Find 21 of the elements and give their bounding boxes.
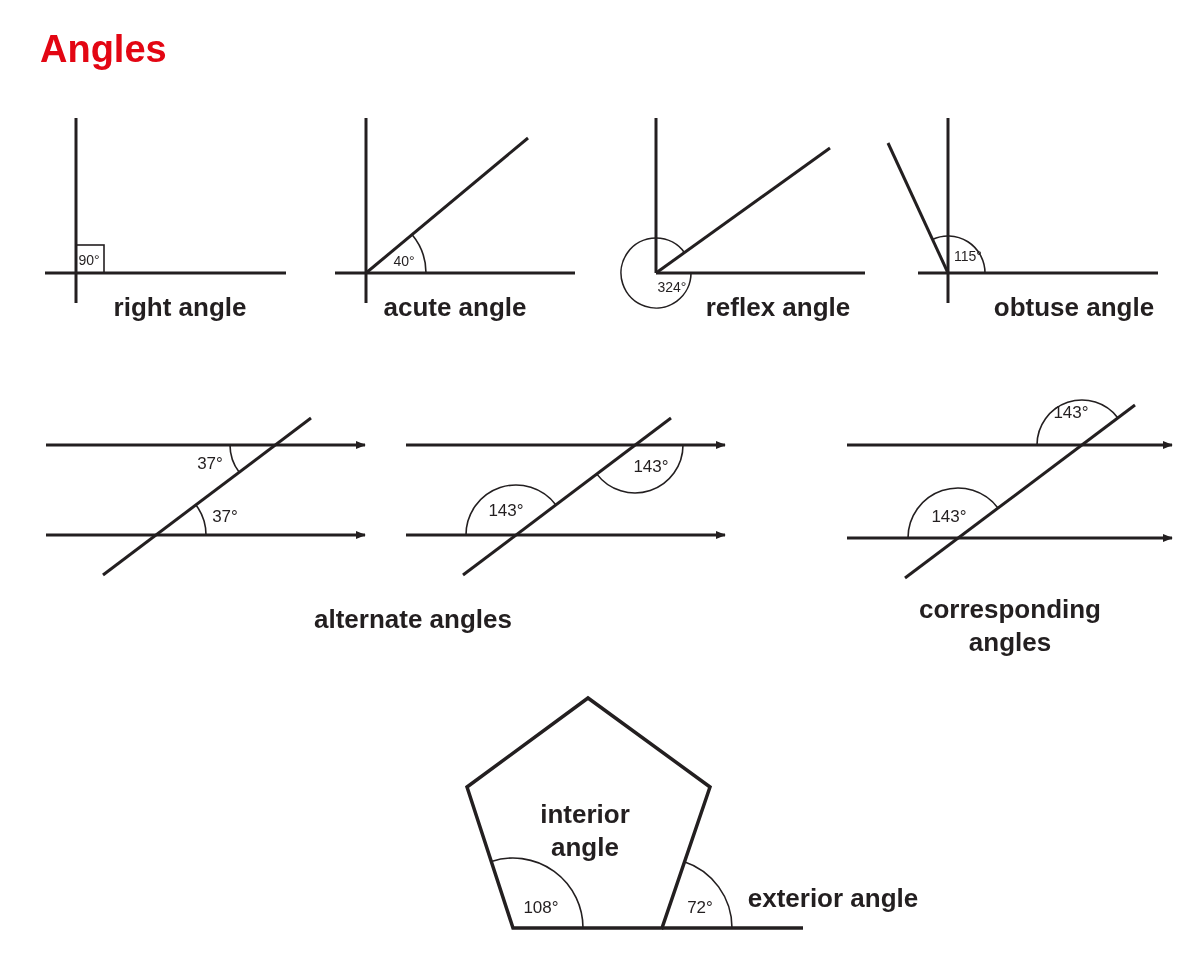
angle-value: 143° (633, 457, 669, 477)
angle-name: right angle (113, 290, 247, 324)
title: Angles (40, 28, 167, 71)
angle-value: 143° (488, 501, 524, 521)
angle-value: 37° (197, 454, 223, 474)
angle-value: 90° (78, 252, 100, 268)
angle-value: 72° (687, 898, 713, 918)
angle-name: alternate angles (314, 602, 512, 636)
angle-name: exterior angle (747, 881, 919, 915)
angle-name: corresponding angles (918, 592, 1102, 658)
angle-name: reflex angle (705, 290, 851, 324)
angle-value: 115° (954, 248, 982, 264)
angle-value: 108° (523, 898, 559, 918)
angle-name: obtuse angle (993, 290, 1155, 324)
angle-value: 143° (931, 507, 967, 527)
angle-value: 37° (212, 507, 238, 527)
angle-name: acute angle (383, 290, 527, 324)
angle-value: 143° (1053, 403, 1089, 423)
angle-value: 40° (393, 253, 415, 269)
angle-name: interior angle (539, 797, 631, 863)
angle-value: 324° (657, 279, 687, 295)
